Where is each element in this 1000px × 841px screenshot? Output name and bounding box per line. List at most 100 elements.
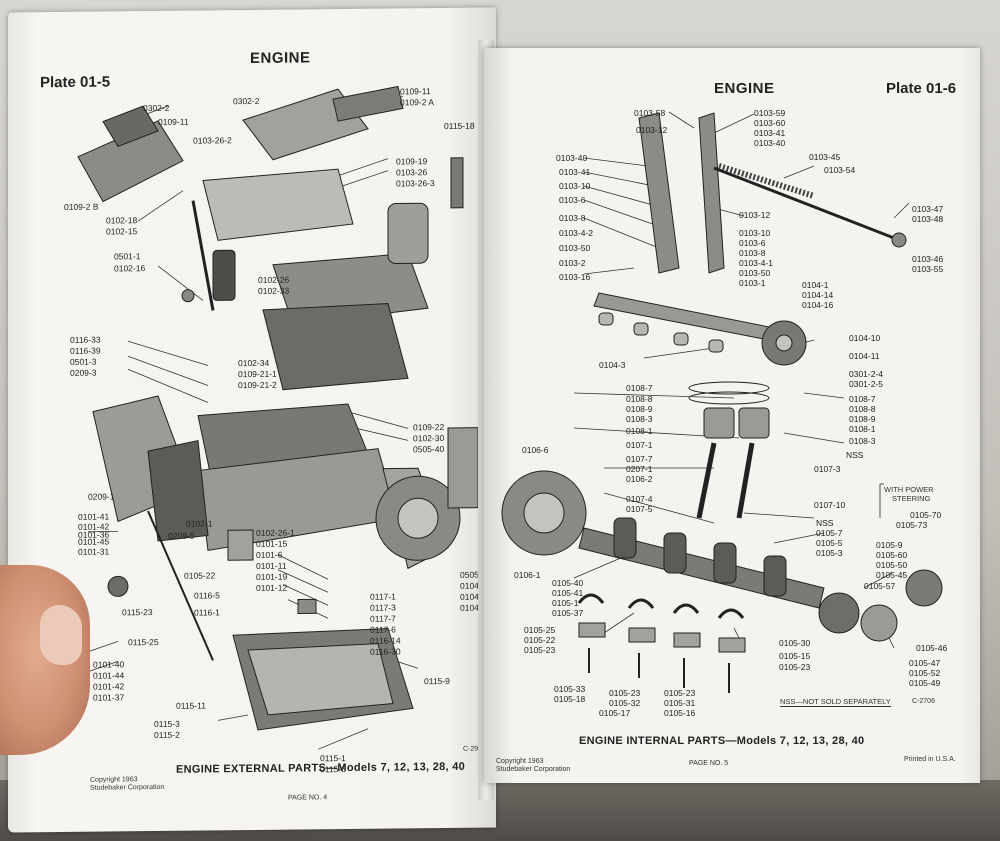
part-label: 0501-1 (114, 251, 141, 262)
left-page: Plate 01-5 ENGINE (8, 7, 496, 833)
part-label: 0108-7 (626, 383, 653, 393)
part-label: 0301-2-5 (849, 379, 884, 389)
power-steering-note: WITH POWER (884, 485, 934, 494)
part-label: 0104-16 (802, 300, 834, 310)
page-number: PAGE NO. 4 (288, 794, 328, 802)
part-label: 0116-14 (370, 635, 401, 646)
part-label: 0102-18 (106, 215, 138, 226)
part-label: 0105-9 (876, 540, 903, 550)
part-label: NSS (846, 450, 864, 460)
part-label: 0103-4-2 (559, 228, 594, 238)
part-label: 0103-12 (739, 210, 771, 220)
part-label: 0106-2 (626, 474, 653, 484)
part-label: 0107-4 (626, 494, 653, 504)
part-label: 0101-44 (93, 670, 125, 681)
part-label: 0105-50 (876, 560, 908, 570)
part-label: 0108-3 (849, 436, 876, 446)
part-label: 0103-41 (559, 167, 591, 177)
part-label: 0103-26 (396, 167, 428, 178)
part-label: 0105-23 (779, 662, 811, 672)
part-label: 0102-1 (186, 518, 213, 529)
part-label: 0109-19 (396, 156, 428, 167)
part-label: 0103-6 (739, 238, 766, 248)
part-label: 0105-37 (552, 608, 584, 618)
part-label: 0108-1 (849, 424, 876, 434)
part-label: 0105-32 (609, 698, 641, 708)
part-label: 0105-70 (910, 510, 942, 520)
part-label: 0101-11 (256, 560, 287, 571)
part-label: 0109-11 (400, 86, 431, 97)
part-label: 0105-31 (664, 698, 696, 708)
part-label: 0103-41 (754, 128, 786, 138)
part-label: 0105-60 (876, 550, 908, 560)
part-label: 0116-1 (194, 607, 220, 618)
part-label: 0105-47 (909, 658, 941, 668)
part-label: 0103-54 (824, 165, 856, 175)
part-label: 0103-26-2 (193, 135, 232, 146)
part-label: 0105-7 (816, 528, 843, 538)
part-label: 0117-6 (370, 624, 396, 635)
part-label: 0105-45 (876, 570, 908, 580)
part-label: 0505-40 (413, 443, 445, 455)
part-label: 0107-3 (814, 464, 841, 474)
thumbnail-nail (40, 605, 82, 665)
part-label: 0102-34 (238, 357, 270, 369)
right-plate-number: Plate 01-6 (886, 80, 957, 97)
part-label: 0105-3 (816, 548, 843, 558)
part-label: 0101-36 (78, 529, 110, 540)
part-label: 0106-1 (514, 570, 541, 580)
part-label: 0103-50 (739, 268, 771, 278)
part-label: 0102-26 (258, 274, 290, 285)
part-label: 0116-30 (370, 646, 401, 657)
part-label: 0104-1 (802, 280, 829, 290)
part-label: 0103-6 (559, 195, 586, 205)
part-label: 0105-1 (552, 598, 579, 608)
part-label: 0104-3 (599, 360, 626, 370)
part-label: 0105-22 (524, 635, 556, 645)
printed-in: Printed in U.S.A. (904, 756, 956, 763)
part-label: 0101-12 (256, 582, 288, 593)
part-label: 0103-46 (912, 254, 944, 264)
part-label: 0103-16 (559, 272, 591, 282)
part-label: 0115-18 (444, 120, 475, 131)
part-label: 0103-45 (809, 152, 841, 162)
part-label: 0105-33 (554, 684, 586, 694)
part-label: 0501-3 (70, 356, 97, 367)
part-label: 0102-16 (114, 263, 146, 274)
part-label: 0107-1 (626, 440, 653, 450)
part-label: 0108-8 (626, 394, 653, 404)
part-label: 0105-57 (864, 581, 896, 591)
copyright-line: Copyright 1963 (496, 758, 544, 765)
copyright-company: Studebaker Corporation (496, 766, 571, 773)
part-label: 0103-8 (739, 248, 766, 258)
part-label: 0101-31 (78, 546, 110, 557)
part-label: 0116-33 (70, 334, 101, 345)
part-label: 0209-1 (88, 491, 115, 502)
part-label: 0103-50 (559, 243, 591, 253)
part-label: 0103-8 (559, 213, 586, 223)
part-label: 0117-3 (370, 602, 396, 613)
part-label: 0107-7 (626, 454, 653, 464)
part-label: 0207-1 (626, 464, 653, 474)
part-label: 0101-6 (256, 549, 283, 560)
part-label: 0103-2 (559, 258, 586, 268)
power-steering-note-2: STEERING (892, 494, 931, 503)
part-label: 0103-48 (912, 214, 944, 224)
part-label: 0105-41 (552, 588, 584, 598)
part-label: 0105-49 (909, 678, 941, 688)
part-label: 0105-17 (599, 708, 631, 718)
part-label: 0105-23 (609, 688, 641, 698)
part-label: 0115-11 (176, 700, 206, 711)
part-label: 0115-25 (128, 636, 159, 648)
part-label: 0109-2 A (400, 97, 435, 108)
part-label: 0302-2 (233, 95, 260, 107)
copyright-company: Studebaker Corporation (90, 783, 165, 792)
part-label: 0105-18 (554, 694, 586, 704)
part-label: 0115-9 (424, 675, 450, 687)
part-label: 0108-8 (849, 404, 876, 414)
part-label: 0103-55 (912, 264, 944, 274)
part-label: 0209-5 (168, 530, 195, 541)
part-label: 0105-46 (916, 643, 948, 653)
part-label: 0108-7 (849, 394, 876, 404)
part-label: 0103-59 (754, 108, 786, 118)
